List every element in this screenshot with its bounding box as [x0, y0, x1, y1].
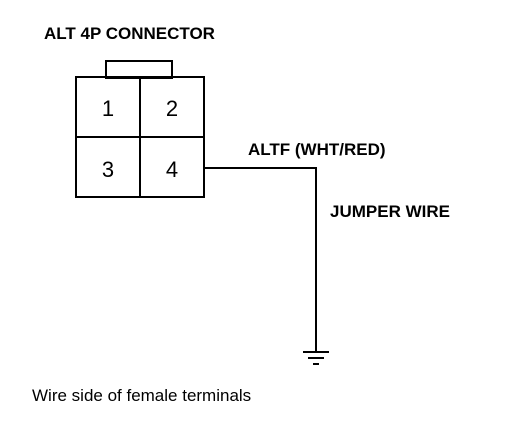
ground-symbol-icon	[303, 351, 329, 365]
wire-label: ALTF (WHT/RED)	[248, 140, 386, 159]
connector-lock-tab	[105, 60, 173, 79]
caption: Wire side of female terminals	[32, 386, 251, 405]
pin-1-label: 1	[102, 96, 114, 121]
connector-title: ALT 4P CONNECTOR	[44, 24, 215, 43]
jumper-wire	[204, 167, 317, 352]
pin-4-label: 4	[166, 157, 178, 182]
jumper-wire-label: JUMPER WIRE	[330, 202, 450, 221]
pin-3-label: 3	[102, 157, 114, 182]
pin-2-label: 2	[166, 96, 178, 121]
